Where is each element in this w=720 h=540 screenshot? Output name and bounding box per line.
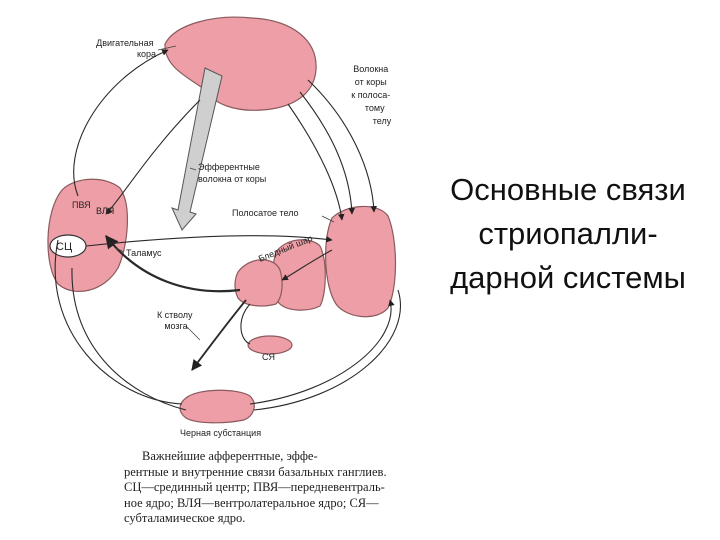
cortex-to-striatum-line-2 xyxy=(287,103,345,221)
motor-cortex-label: Двигательная кора xyxy=(96,38,156,59)
cortex-to-striatum-line-1 xyxy=(299,91,356,215)
title-line: стриопалли- xyxy=(478,216,658,251)
pallidum-inner-shape xyxy=(234,259,283,307)
caption-line: рентные и внутренние связи базальных ган… xyxy=(124,464,387,479)
caption-line: субталамическое ядро. xyxy=(124,511,246,525)
motor-cortex-pointer xyxy=(157,45,177,51)
motor-cortex-shape xyxy=(164,16,317,111)
thalamus-to-cortex-line xyxy=(73,49,169,197)
efferent-fibers-tract xyxy=(171,67,223,231)
slide-title: Основные связи стриопалли- дарной систем… xyxy=(418,168,718,300)
pvy-label: ПВЯ xyxy=(72,200,91,210)
caption-line: СЦ—срединный центр; ПВЯ—передневентраль- xyxy=(124,480,385,494)
cortex-fibers-label: Волокна от коры к полоса- тому телу xyxy=(351,64,393,126)
striatum-to-pallidum-line xyxy=(281,249,333,281)
striatum-label: Полосатое тело xyxy=(232,208,299,218)
title-line: Основные связи xyxy=(450,172,686,207)
striatum-pointer xyxy=(321,215,335,223)
pallidum-to-thalamus-line xyxy=(105,234,241,293)
cortex-to-striatum-line-3 xyxy=(307,79,378,213)
thalamus-label: Таламус xyxy=(126,248,162,258)
substantia-nigra-label: Черная субстанция xyxy=(180,428,261,438)
subthalamic-nucleus-shape xyxy=(247,335,293,355)
subthalamic-label: СЯ xyxy=(262,352,275,362)
sc-label: СЦ xyxy=(56,241,72,253)
efferent-fibers-label: Эфферентные волокна от коры xyxy=(198,162,266,184)
figure-caption: Важнейшие афферентные, эффе- рентные и в… xyxy=(124,449,414,527)
to-brainstem-label: К стволу мозга xyxy=(157,310,195,331)
sc-to-striatum-line xyxy=(85,235,333,247)
title-line: дарной системы xyxy=(450,260,686,295)
thalamus-pointer xyxy=(115,247,125,253)
pallidum-subthalamic-loop xyxy=(240,303,251,345)
vly-label: ВЛЯ xyxy=(96,206,114,216)
pallidum-to-brainstem-line xyxy=(191,299,247,371)
striatum-to-nigra-line xyxy=(253,289,401,411)
striatum-shape xyxy=(325,205,397,318)
nigra-to-striatum-line xyxy=(249,299,395,405)
outer-loop-line-2 xyxy=(71,267,187,411)
cortex-to-thalamus-line xyxy=(105,99,201,215)
caption-line: Важнейшие афферентные, эффе- xyxy=(142,449,318,463)
substantia-nigra-shape xyxy=(179,389,255,424)
caption-line: ное ядро; ВЛЯ—вентролатеральное ядро; СЯ… xyxy=(124,495,379,510)
efferent-pointer xyxy=(189,167,197,171)
thalamus-shape xyxy=(47,178,128,293)
basal-ganglia-diagram: Двигательная кора Волокна от коры к поло… xyxy=(47,16,401,438)
brainstem-pointer xyxy=(185,325,201,341)
